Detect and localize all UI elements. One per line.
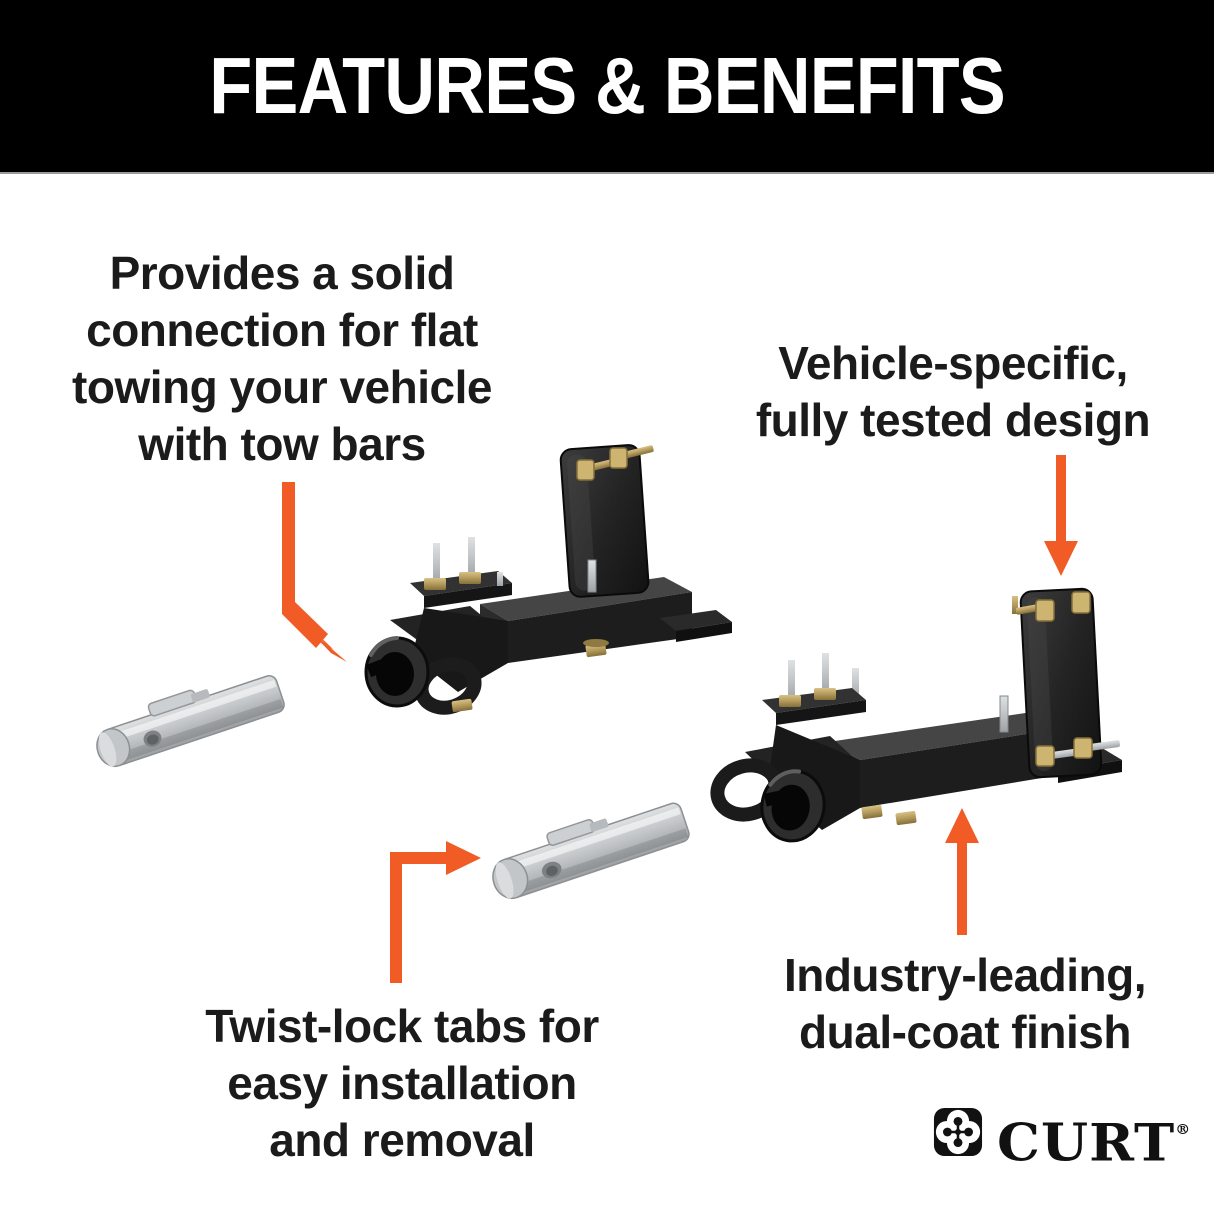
curt-wordmark: CURT® bbox=[997, 1105, 1191, 1169]
arrow-down-icon bbox=[1044, 455, 1078, 576]
callout-line: with tow bars bbox=[138, 418, 426, 470]
header-banner: FEATURES & BENEFITS bbox=[0, 0, 1214, 174]
arrow-right-angle-icon bbox=[390, 841, 481, 983]
arrow-down-right-icon bbox=[282, 482, 347, 662]
callout-line: and removal bbox=[269, 1114, 535, 1166]
curt-clover-icon bbox=[933, 1107, 983, 1157]
callout-vehicle-specific: Vehicle-specific, fully tested design bbox=[713, 335, 1193, 449]
twist-lock-pin-left bbox=[96, 675, 285, 768]
callout-line: fully tested design bbox=[755, 394, 1151, 446]
curt-logo: CURT® bbox=[933, 1105, 1193, 1168]
callout-twist-lock: Twist-lock tabs for easy installation an… bbox=[162, 998, 642, 1169]
callout-line: Twist-lock tabs for bbox=[205, 1000, 599, 1052]
callout-line: towing your vehicle bbox=[72, 361, 492, 413]
baseplate-assembly-left bbox=[364, 444, 732, 715]
twist-lock-pin-right bbox=[492, 802, 690, 900]
registered-mark: ® bbox=[1175, 1120, 1191, 1138]
callout-line: Industry-leading, bbox=[783, 949, 1147, 1001]
callout-line: Vehicle-specific, bbox=[778, 337, 1128, 389]
bolt-icon bbox=[576, 445, 654, 481]
callout-dual-coat: Industry-leading, dual-coat finish bbox=[725, 947, 1205, 1061]
brand-name: CURT bbox=[997, 1111, 1176, 1174]
callout-line: dual-coat finish bbox=[799, 1006, 1131, 1058]
callout-line: connection for flat bbox=[86, 304, 478, 356]
arrow-up-icon bbox=[945, 808, 979, 935]
page-title: FEATURES & BENEFITS bbox=[209, 41, 1005, 130]
baseplate-assembly-right bbox=[710, 587, 1122, 843]
callout-line: Provides a solid bbox=[109, 247, 455, 299]
callout-line: easy installation bbox=[227, 1057, 577, 1109]
callout-flat-towing: Provides a solid connection for flat tow… bbox=[42, 245, 522, 473]
